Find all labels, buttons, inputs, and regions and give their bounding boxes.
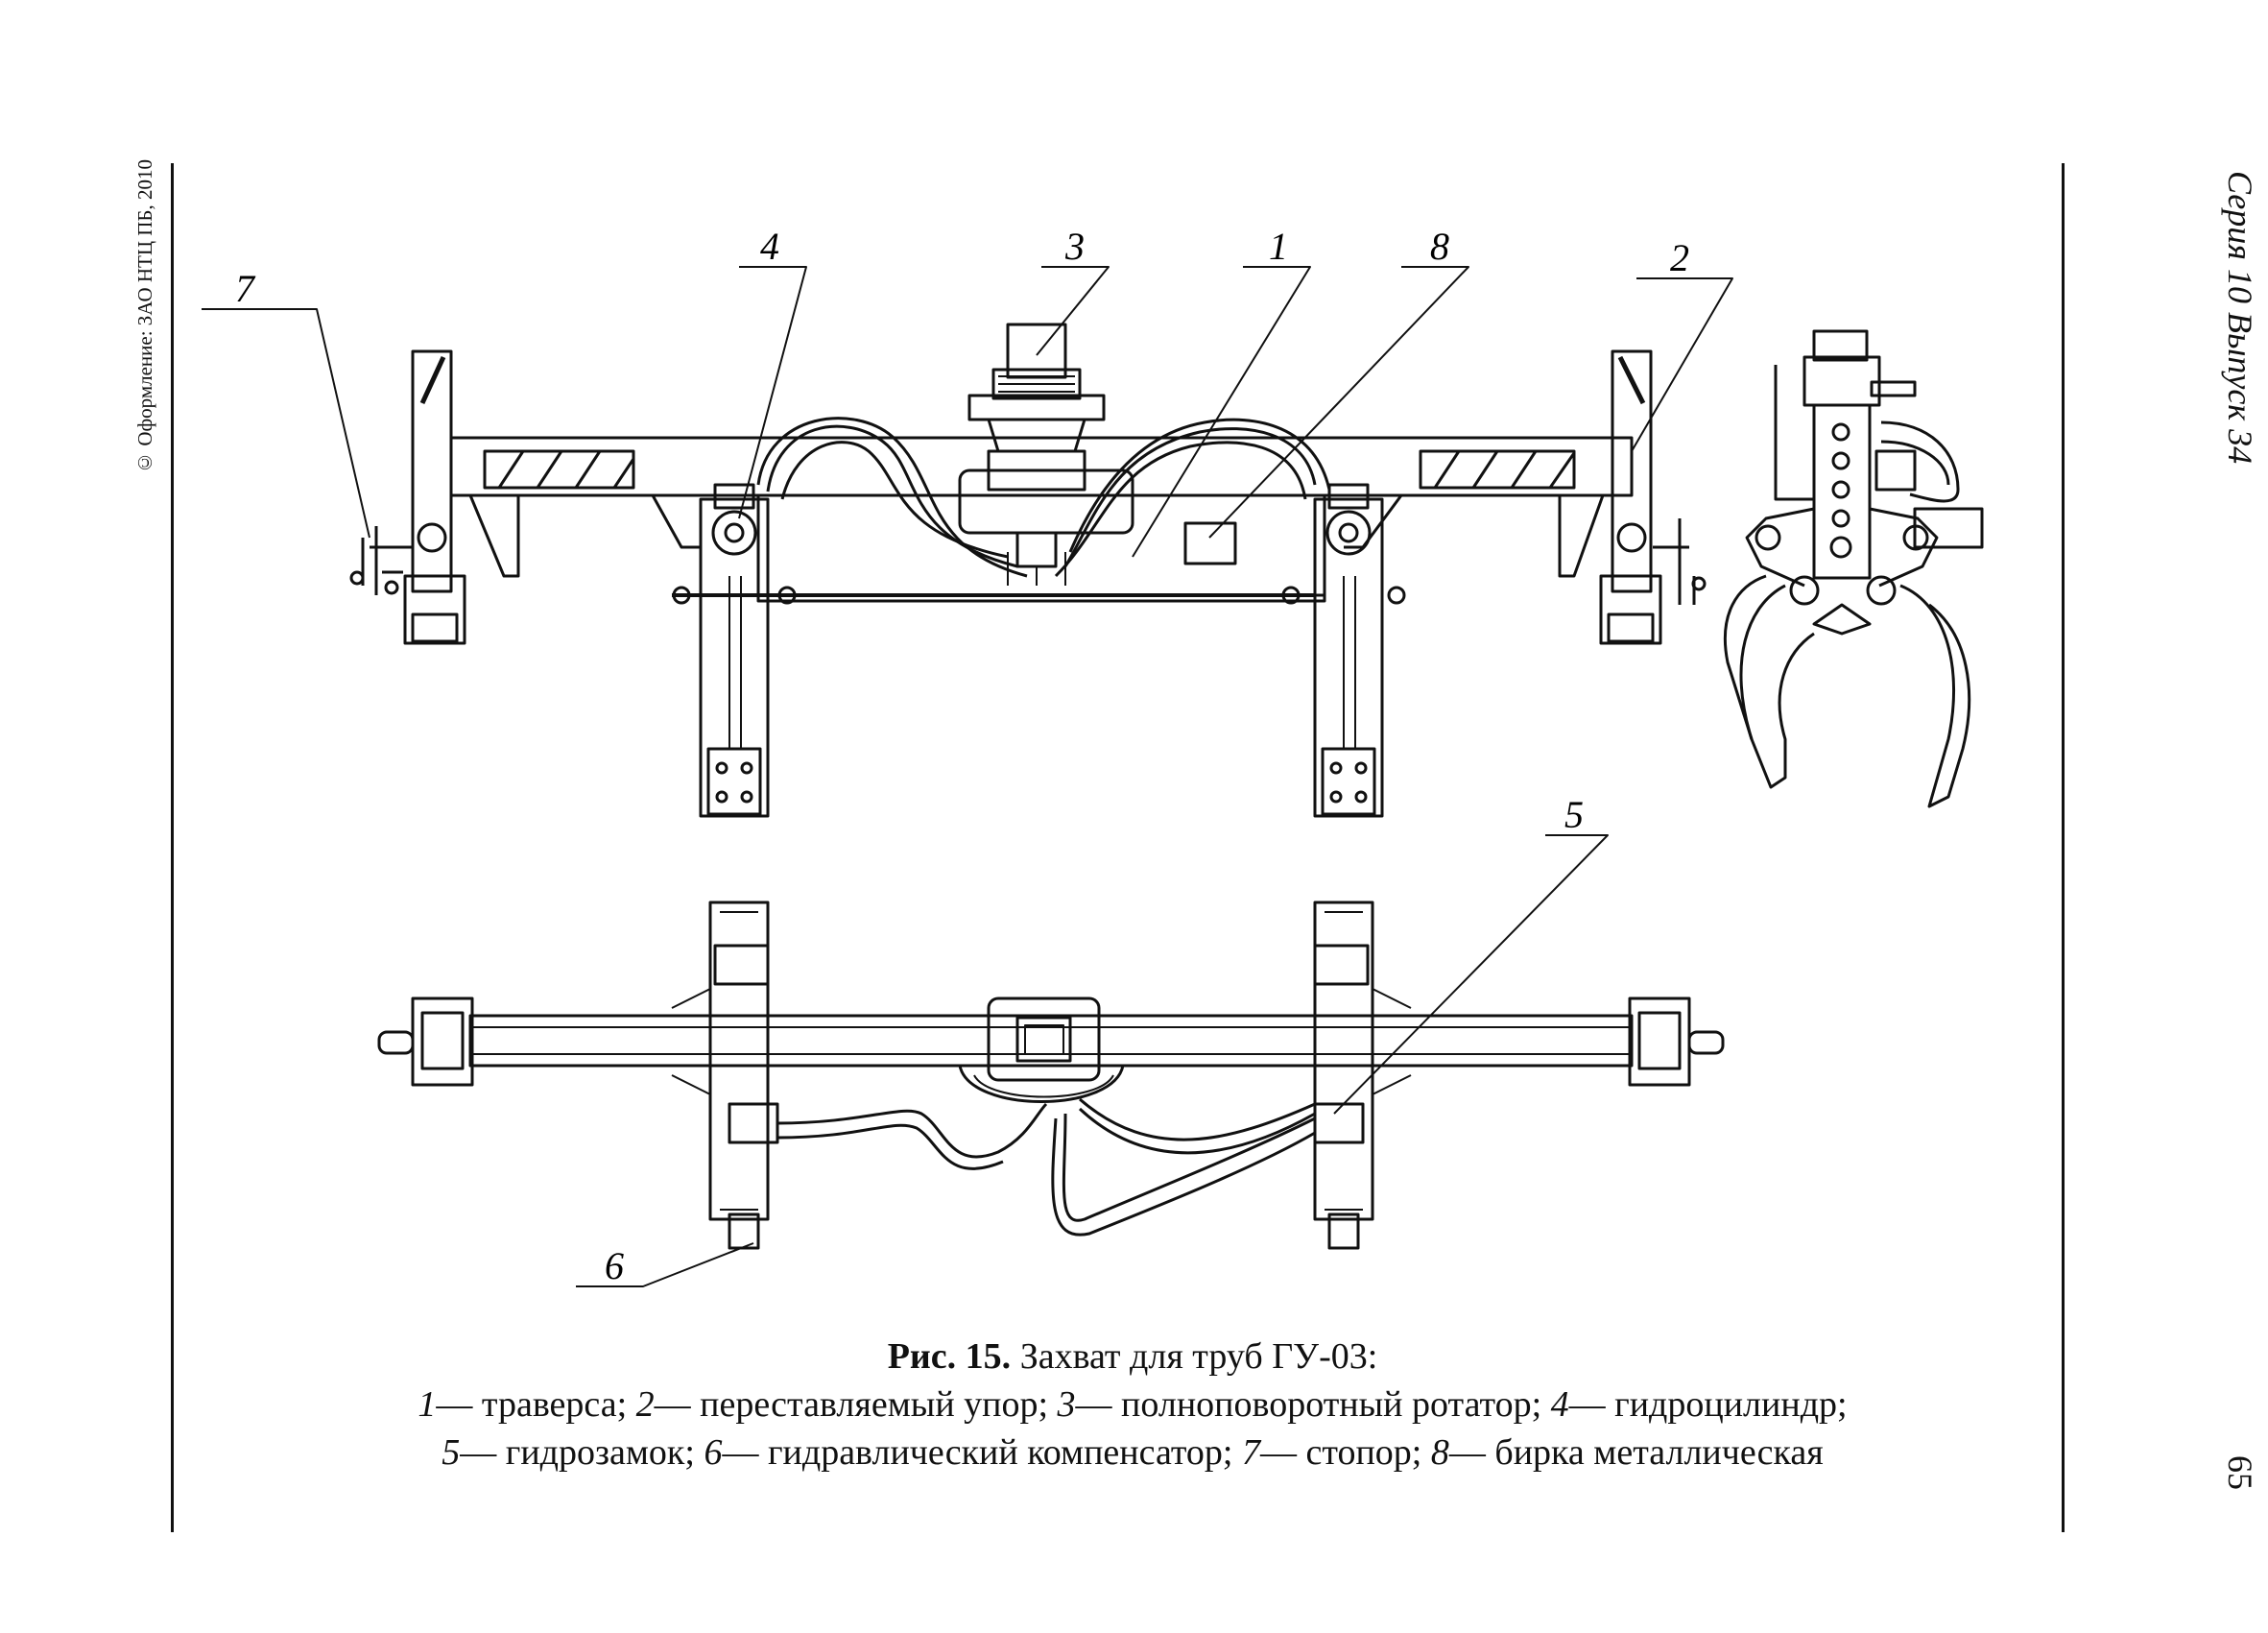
- series-header: Серия 10 Выпуск 34: [2221, 171, 2259, 465]
- callout-labels: 1 2 3 4 5 6 7 8: [235, 225, 1689, 1287]
- legend-num-1: 1: [418, 1384, 437, 1425]
- legend-text-8: — бирка металлическая: [1448, 1432, 1824, 1473]
- legend-text-1: — траверса;: [436, 1384, 628, 1425]
- callout-6: 6: [605, 1244, 624, 1287]
- callout-3: 3: [1064, 225, 1085, 268]
- legend-num-4: 4: [1550, 1384, 1569, 1425]
- callout-4: 4: [760, 225, 779, 268]
- legend-text-6: — гидравлический компенсатор;: [722, 1432, 1233, 1473]
- callout-7: 7: [235, 267, 256, 310]
- caption-legend-line-1: 1— траверса; 2— переставляемый упор; 3— …: [163, 1381, 2102, 1429]
- legend-text-5: — гидрозамок;: [460, 1432, 695, 1473]
- plan-view: [377, 901, 1725, 1250]
- figure-label: Рис. 15.: [887, 1336, 1012, 1377]
- legend-text-2: — переставляемый упор;: [654, 1384, 1049, 1425]
- callout-5: 5: [1564, 793, 1584, 836]
- legend-num-2: 2: [635, 1384, 655, 1425]
- legend-text-3: — полноповоротный ротатор;: [1075, 1384, 1542, 1425]
- callout-leaders: [202, 266, 1733, 1287]
- legend-num-8: 8: [1430, 1432, 1449, 1473]
- left-margin-line: [171, 163, 174, 1532]
- page-number: 65: [2221, 1455, 2259, 1490]
- pipe-grab-drawing: 1 2 3 4 5 6 7 8: [202, 225, 1984, 1287]
- legend-num-3: 3: [1057, 1384, 1076, 1425]
- front-view: [349, 323, 1707, 818]
- legend-num-7: 7: [1242, 1432, 1260, 1473]
- figure-caption: Рис. 15. Захват для труб ГУ-03: 1— траве…: [163, 1333, 2102, 1477]
- legend-text-7: — стопор;: [1260, 1432, 1422, 1473]
- callout-1: 1: [1269, 225, 1288, 268]
- legend-text-4: — гидроцилиндр;: [1568, 1384, 1848, 1425]
- legend-num-6: 6: [704, 1432, 723, 1473]
- caption-legend-line-2: 5— гидрозамок; 6— гидравлический компенс…: [163, 1429, 2102, 1477]
- figure-title: Захват для труб ГУ-03:: [1019, 1336, 1378, 1377]
- callout-8: 8: [1430, 225, 1449, 268]
- callout-2: 2: [1670, 236, 1689, 279]
- caption-title-line: Рис. 15. Захват для труб ГУ-03:: [163, 1333, 2102, 1381]
- right-margin-line: [2062, 163, 2065, 1532]
- legend-num-5: 5: [442, 1432, 461, 1473]
- side-view: [1723, 329, 1984, 808]
